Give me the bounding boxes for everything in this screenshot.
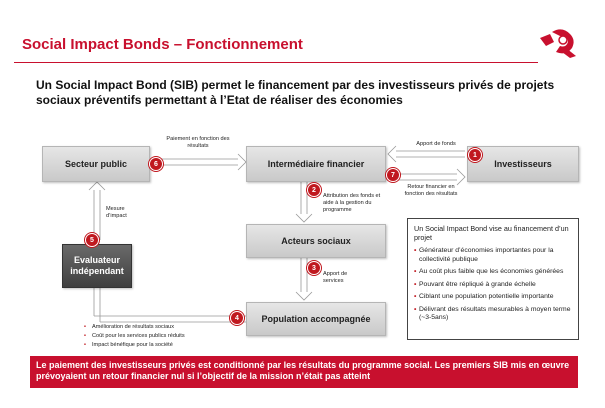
criteria-item: •Ciblant une population potentielle impo…	[414, 293, 554, 300]
bullet-dot-icon: •	[414, 247, 417, 254]
criteria-item: •Délivrant des résultats mesurables à mo…	[414, 305, 571, 322]
outcome-item: •Coût pour les services publics réduits	[84, 333, 185, 339]
node-acteurs-sociaux: Acteurs sociaux	[246, 224, 386, 258]
title-divider	[14, 62, 538, 63]
step-marker-3: 3	[308, 262, 320, 274]
criteria-item: •Pouvant être répliqué à grande échelle	[414, 280, 536, 288]
label-mesure-impact: Mesure d’impact	[106, 206, 127, 219]
label-apport-services: Apport de services	[323, 271, 348, 284]
node-investisseurs: Investisseurs	[467, 146, 579, 182]
bullet-dot-icon: •	[414, 293, 417, 300]
step-marker-6: 6	[150, 158, 162, 170]
step-marker-4: 4	[231, 312, 243, 324]
bullet-dot-icon: •	[84, 324, 86, 330]
intro-statement: Un Social Impact Bond (SIB) permet le fi…	[36, 78, 555, 107]
label-paiement: Paiement en fonction des résultats	[166, 136, 230, 149]
outcome-item: •Impact bénéfique pour la société	[84, 342, 173, 348]
sib-criteria-box: Un Social Impact Bond vise au financemen…	[407, 218, 579, 340]
label-retour-financier: Retour financier en fonction des résulta…	[404, 184, 458, 197]
step-marker-7: 7	[387, 169, 399, 181]
conclusion-banner: Le paiement des investisseurs privés est…	[30, 356, 578, 388]
criteria-item: •Générateur d’économies importantes pour…	[414, 247, 554, 263]
label-attribution: Attribution des fonds et aide à la gesti…	[323, 193, 381, 213]
label-apport-fonds: Apport de fonds	[416, 141, 456, 147]
bullet-dot-icon: •	[414, 305, 417, 313]
step-marker-2: 2	[308, 184, 320, 196]
bullet-dot-icon: •	[84, 333, 86, 339]
criteria-lead: Un Social Impact Bond vise au financemen…	[414, 224, 569, 242]
node-evaluateur-independant: Evaluateur indépendant	[62, 244, 132, 288]
node-intermediaire-financier: Intermédiaire financier	[246, 146, 386, 182]
page-title: Social Impact Bonds – Fonctionnement	[22, 36, 303, 53]
node-population-accompagnee: Population accompagnée	[246, 302, 386, 336]
step-marker-1: 1	[469, 149, 481, 161]
node-secteur-public: Secteur public	[42, 146, 150, 182]
bullet-dot-icon: •	[84, 342, 86, 348]
bullet-dot-icon: •	[414, 268, 417, 275]
criteria-item: •Au coût plus faible que les économies g…	[414, 268, 564, 275]
outcome-item: •Amélioration de résultats sociaux	[84, 324, 175, 330]
step-marker-5: 5	[86, 234, 98, 246]
red-white-logo-icon	[540, 29, 576, 58]
bullet-dot-icon: •	[414, 280, 417, 288]
